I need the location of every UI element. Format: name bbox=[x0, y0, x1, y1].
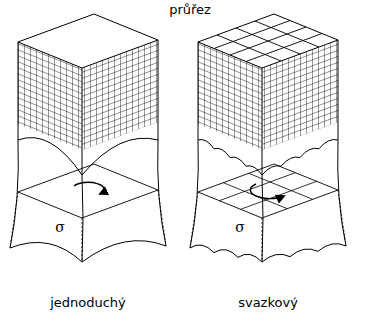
simple-prism bbox=[10, 14, 166, 262]
title: průřez bbox=[169, 3, 211, 17]
bundle-prism bbox=[190, 14, 346, 262]
caption-label: jednoduchý bbox=[50, 296, 126, 310]
stress-symbol: σ bbox=[234, 220, 246, 235]
stress-symbol: σ bbox=[54, 220, 66, 235]
caption-label: svazkový bbox=[238, 296, 298, 310]
